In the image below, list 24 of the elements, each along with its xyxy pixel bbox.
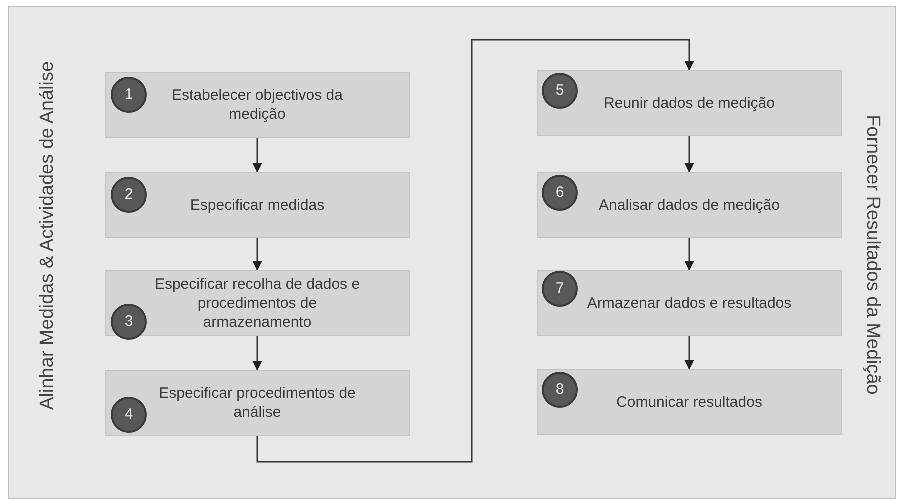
process-box: [537, 70, 842, 136]
step-label: Especificar medidas: [190, 196, 325, 214]
step-label: Especificar procedimentos de análise: [158, 384, 357, 422]
section-title: Alinhar Medidas & Actividades de Análise: [36, 60, 59, 412]
arrow: [684, 136, 694, 173]
section-title: Fornecer Resultados da Medição: [862, 114, 884, 397]
process-box: [537, 172, 842, 238]
process-box: [537, 270, 842, 336]
step-label: Comunicar resultados: [616, 392, 762, 412]
process-box: [105, 370, 410, 436]
arrow: [252, 138, 262, 173]
step-label: Armazenar dados e resultados: [587, 294, 792, 312]
step-label: Estabelecer objectivos da medição: [171, 86, 344, 124]
arrow: [684, 238, 694, 271]
process-box: [537, 369, 842, 435]
process-box: [105, 172, 410, 238]
step-label: Reunir dados de medição: [604, 94, 775, 112]
step-label: Especificar recolha de dados e procedimentos de armazenamento: [154, 274, 362, 332]
arrow: [252, 336, 262, 371]
arrow: [256, 39, 694, 463]
arrow: [684, 336, 694, 370]
process-box: [105, 72, 410, 138]
step-label: Analisar dados de medição: [599, 196, 780, 214]
arrow: [252, 238, 262, 271]
